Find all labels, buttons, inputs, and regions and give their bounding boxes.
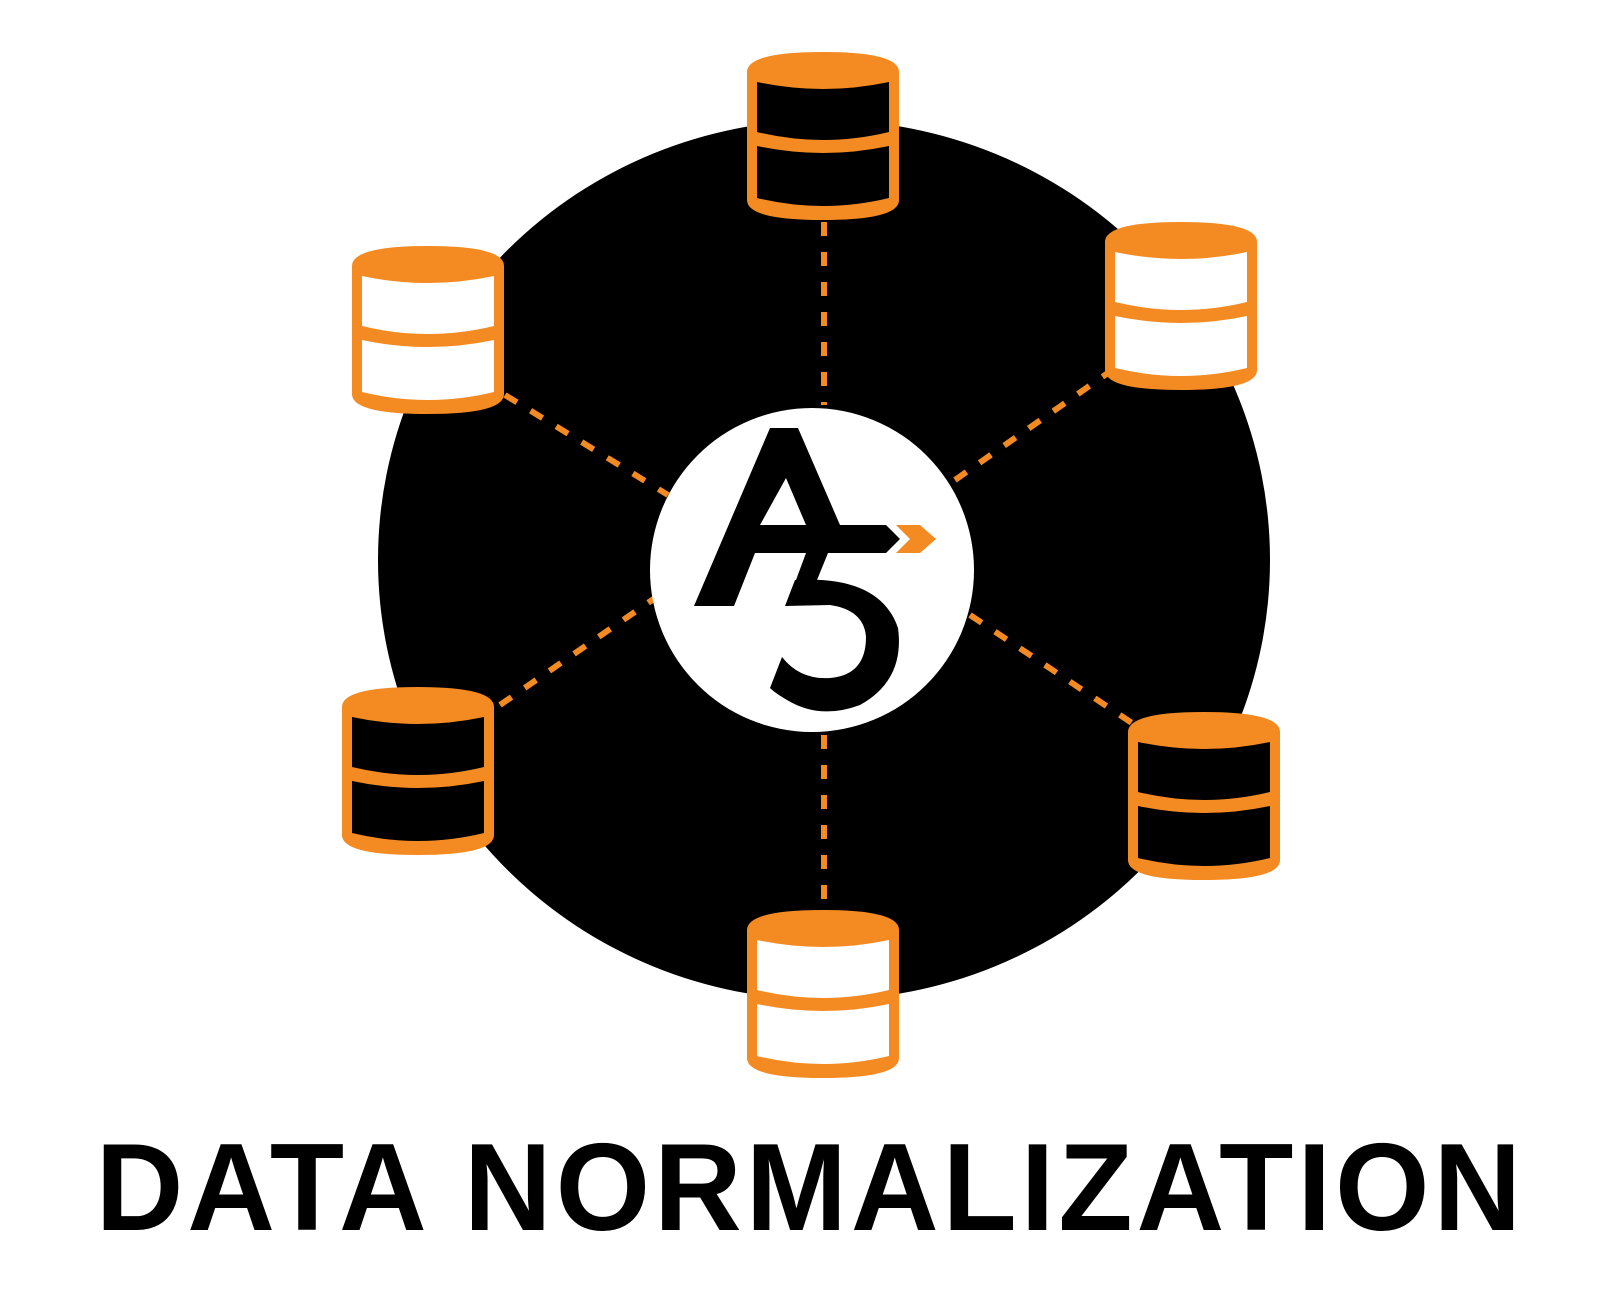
database-icon (747, 910, 899, 1078)
database-icon (342, 687, 494, 855)
database-icon (352, 246, 504, 414)
database-icon (747, 52, 899, 220)
a5-logo-icon (694, 428, 936, 712)
title-text: DATA NORMALIZATION (95, 1119, 1525, 1257)
database-icon (1105, 222, 1257, 390)
connector-lines (498, 222, 1137, 900)
database-icon (1128, 712, 1280, 880)
diagram-title: DATA NORMALIZATION (0, 1119, 1620, 1257)
